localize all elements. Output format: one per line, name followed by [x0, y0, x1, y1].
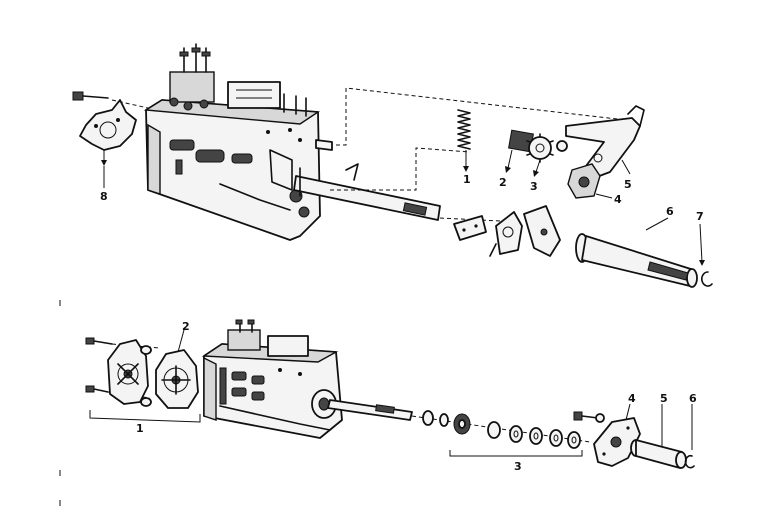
lower-callout-6: 6 — [689, 392, 697, 405]
lower-switch-housing — [201, 319, 343, 439]
part-5-lever — [565, 105, 645, 179]
part-6-tube — [575, 217, 698, 288]
lower-callout-3: 3 — [514, 460, 522, 473]
lower-part-6-clip — [684, 404, 695, 469]
upper-switch-housing — [143, 43, 321, 241]
upper-callout-5: 5 — [624, 178, 632, 191]
upper-callout-8: 8 — [100, 190, 108, 203]
part-8-mounting-plate — [79, 99, 137, 166]
upper-callout-1: 1 — [463, 173, 471, 186]
lower-assembly: 1 2 3 4 5 6 — [85, 319, 697, 473]
lower-part-3-washers — [422, 410, 583, 457]
lower-callout-1: 1 — [136, 422, 144, 435]
upper-callout-7: 7 — [696, 210, 704, 223]
lower-part-1-plate — [107, 339, 152, 407]
upper-assembly: 1 2 3 4 5 6 7 8 — [72, 43, 713, 288]
lower-part-5-sleeve — [630, 404, 687, 469]
part-3-gear — [526, 133, 568, 177]
upper-callout-2: 2 — [499, 176, 507, 189]
lower-callout-4: 4 — [628, 392, 636, 405]
upper-brackets — [453, 205, 561, 257]
lower-right-screw — [573, 411, 605, 423]
upper-screw — [72, 91, 109, 101]
part-1-spring — [457, 109, 471, 172]
upper-callout-6: 6 — [666, 205, 674, 218]
part-4-knob-block — [567, 163, 613, 199]
lower-part-2-wafer — [155, 329, 199, 409]
lower-callout-2: 2 — [182, 320, 190, 333]
upper-shaft — [293, 163, 441, 221]
upper-callout-3: 3 — [530, 180, 538, 193]
upper-callout-4: 4 — [614, 193, 622, 206]
lower-callout-5: 5 — [660, 392, 668, 405]
part-7-clip — [699, 223, 713, 287]
